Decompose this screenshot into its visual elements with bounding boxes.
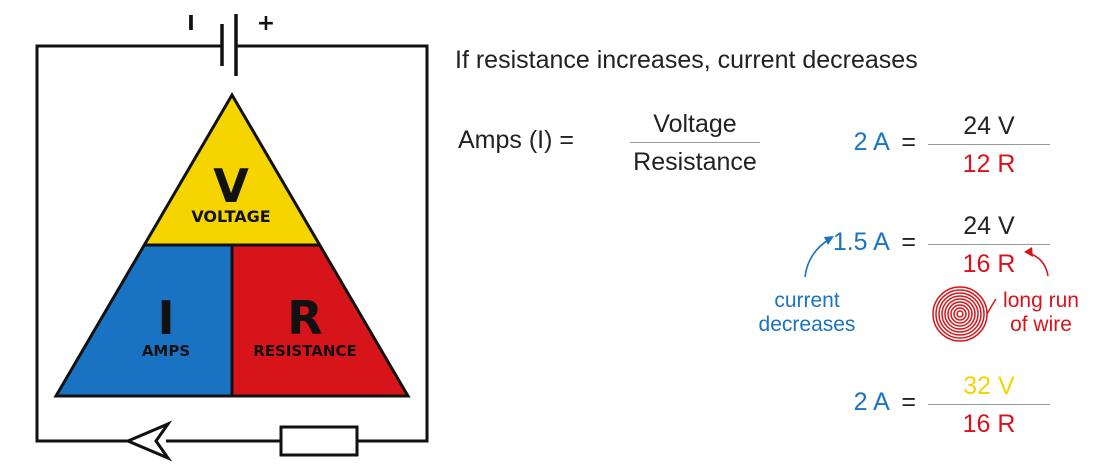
example-2-voltage: 24 V <box>963 212 1015 240</box>
formula-fraction: Voltage Resistance <box>630 112 760 175</box>
current-note-line-1: current <box>774 289 840 312</box>
formula-label: Amps (I) = <box>458 126 574 154</box>
amps-section <box>56 245 232 396</box>
wire-increase-arrow-icon <box>1024 247 1049 277</box>
example-1-resistance: 12 R <box>962 150 1016 178</box>
ohms-law-triangle: V VOLTAGE I AMPS R RESISTANCE <box>53 92 411 398</box>
resistance-label: RESISTANCE <box>253 342 356 360</box>
fraction-bar <box>630 142 760 143</box>
battery-negative-symbol: I <box>187 11 194 35</box>
voltage-section <box>144 95 320 245</box>
resistor-icon <box>279 425 359 457</box>
example-2-equals: = <box>901 228 916 256</box>
battery-icon: I + <box>187 11 275 76</box>
current-note-line-2: decreases <box>758 312 856 336</box>
wire-coil-icon <box>932 286 997 342</box>
battery-positive-symbol: + <box>257 11 275 36</box>
example-1-fraction: 24 V 12 R <box>928 114 1050 177</box>
voltage-letter: V <box>213 159 249 213</box>
current-decreases-arrow-icon <box>804 236 834 278</box>
example-1-current: 2 A <box>853 128 889 156</box>
example-2-current: 1.5 A <box>832 228 889 256</box>
example-2-fraction: 24 V 16 R <box>928 214 1050 277</box>
heading: If resistance increases, current decreas… <box>455 46 918 74</box>
example-3-current: 2 A <box>853 388 889 416</box>
example-3-equals: = <box>901 388 916 416</box>
voltage-label: VOLTAGE <box>191 207 270 226</box>
example-2-resistance: 16 R <box>962 250 1016 278</box>
example-2-lhs: 1.5 A = <box>833 230 916 255</box>
fraction-bar <box>928 244 1050 245</box>
current-direction-arrow-icon <box>124 420 173 462</box>
example-1-equals: = <box>901 128 916 156</box>
resistance-letter: R <box>287 291 322 345</box>
fraction-bar <box>928 404 1050 405</box>
amps-label: AMPS <box>142 342 190 360</box>
long-run-of-wire-note: long run of wire <box>986 289 1096 337</box>
example-3-fraction: 32 V 16 R <box>928 374 1050 437</box>
formula-denominator: Resistance <box>633 148 757 176</box>
example-1-voltage: 24 V <box>963 112 1015 140</box>
example-3-lhs: 2 A = <box>854 390 916 415</box>
formula-numerator: Voltage <box>653 110 737 138</box>
wire-note-line-2: of wire <box>1010 312 1072 336</box>
example-1-lhs: 2 A = <box>854 130 916 155</box>
wire-note-line-1: long run <box>1003 289 1079 312</box>
example-3-resistance: 16 R <box>962 410 1016 438</box>
resistance-section <box>232 245 408 396</box>
fraction-bar <box>928 144 1050 145</box>
current-decreases-note: current decreases <box>742 289 872 337</box>
example-3-voltage: 32 V <box>963 372 1015 400</box>
circuit-wire <box>35 44 429 443</box>
amps-letter: I <box>157 291 174 345</box>
